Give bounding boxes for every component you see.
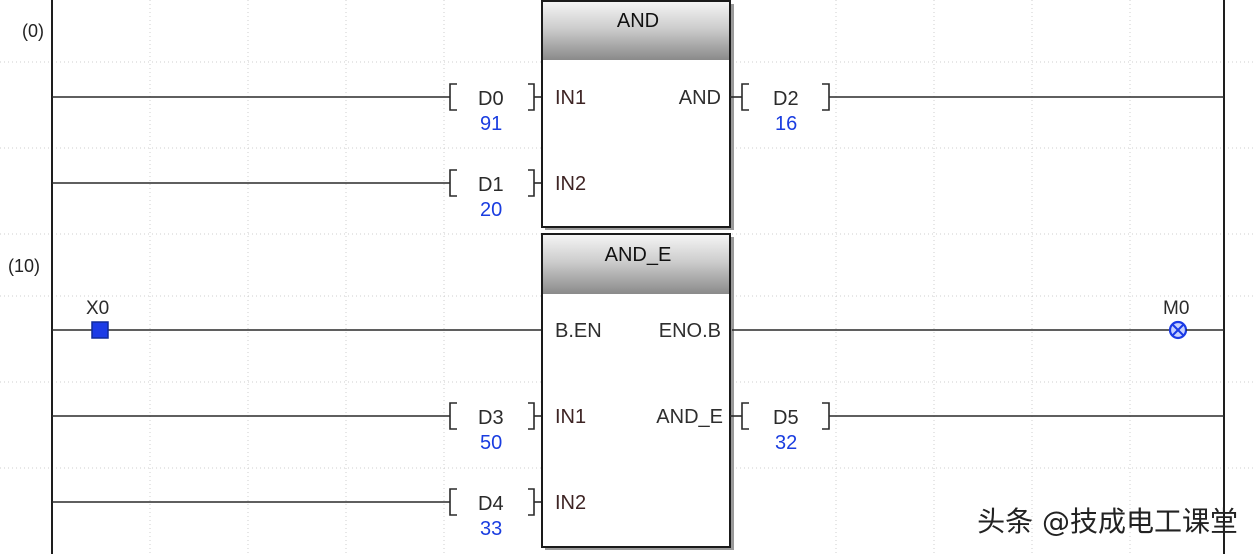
coil-on-icon xyxy=(1168,320,1188,340)
operand-in1[interactable]: D3 50 xyxy=(449,402,535,454)
bracket-right xyxy=(528,169,535,197)
coil-label: M0 xyxy=(1163,298,1189,319)
bracket-right xyxy=(822,83,830,111)
device-label: D2 xyxy=(773,88,799,110)
bracket-right xyxy=(528,402,535,430)
coil-m0[interactable]: M0 xyxy=(1163,298,1189,340)
pin-label: B.EN xyxy=(555,320,602,342)
operand-in2[interactable]: D4 33 xyxy=(449,488,535,540)
block-header xyxy=(543,2,729,60)
block-header xyxy=(543,235,729,294)
rung-10[interactable]: X0 D3 50 D4 33 AND_E B.EN ENO.B xyxy=(52,233,1224,550)
bracket-right xyxy=(822,402,830,430)
device-value: 16 xyxy=(775,113,797,135)
pin-label: IN1 xyxy=(555,87,586,109)
rung-0[interactable]: D0 91 D1 20 AND IN1 IN2 AND D2 xyxy=(52,0,1224,230)
pin-label: IN2 xyxy=(555,173,586,195)
operand-in1[interactable]: D0 91 xyxy=(449,83,535,135)
bracket-left xyxy=(449,402,457,430)
bracket-right xyxy=(528,83,535,111)
bracket-left xyxy=(449,169,457,197)
step-number: (0) xyxy=(22,21,44,41)
operand-out[interactable]: D5 32 xyxy=(741,402,830,454)
block-title: AND_E xyxy=(605,244,672,266)
bracket-left xyxy=(741,402,749,430)
device-value: 20 xyxy=(480,199,502,221)
instruction-block-and[interactable]: AND IN1 IN2 AND xyxy=(541,0,734,230)
operand-out[interactable]: D2 16 xyxy=(741,83,830,135)
block-title: AND xyxy=(617,10,659,32)
watermark: 头条 @技成电工课堂 xyxy=(977,505,1238,538)
instruction-block-and-e[interactable]: AND_E B.EN ENO.B IN1 IN2 AND_E xyxy=(541,233,734,550)
device-value: 50 xyxy=(480,432,502,454)
contact-x0[interactable]: X0 xyxy=(86,298,109,339)
device-label: D0 xyxy=(478,88,504,110)
device-value: 33 xyxy=(480,518,502,540)
step-number: (10) xyxy=(8,256,40,276)
pin-label: IN2 xyxy=(555,492,586,514)
device-label: D3 xyxy=(478,407,504,429)
bracket-right xyxy=(528,488,535,516)
bracket-left xyxy=(741,83,749,111)
device-label: D5 xyxy=(773,407,799,429)
pin-label: AND xyxy=(679,87,721,109)
pin-label: ENO.B xyxy=(659,320,721,342)
contact-on-icon xyxy=(91,321,109,339)
device-label: D4 xyxy=(478,493,504,515)
bracket-left xyxy=(449,488,457,516)
bracket-left xyxy=(449,83,457,111)
device-value: 32 xyxy=(775,432,797,454)
pin-label: IN1 xyxy=(555,406,586,428)
operand-in2[interactable]: D1 20 xyxy=(449,169,535,221)
pin-label: AND_E xyxy=(656,406,723,428)
contact-label: X0 xyxy=(86,298,109,319)
device-value: 91 xyxy=(480,113,502,135)
device-label: D1 xyxy=(478,174,504,196)
